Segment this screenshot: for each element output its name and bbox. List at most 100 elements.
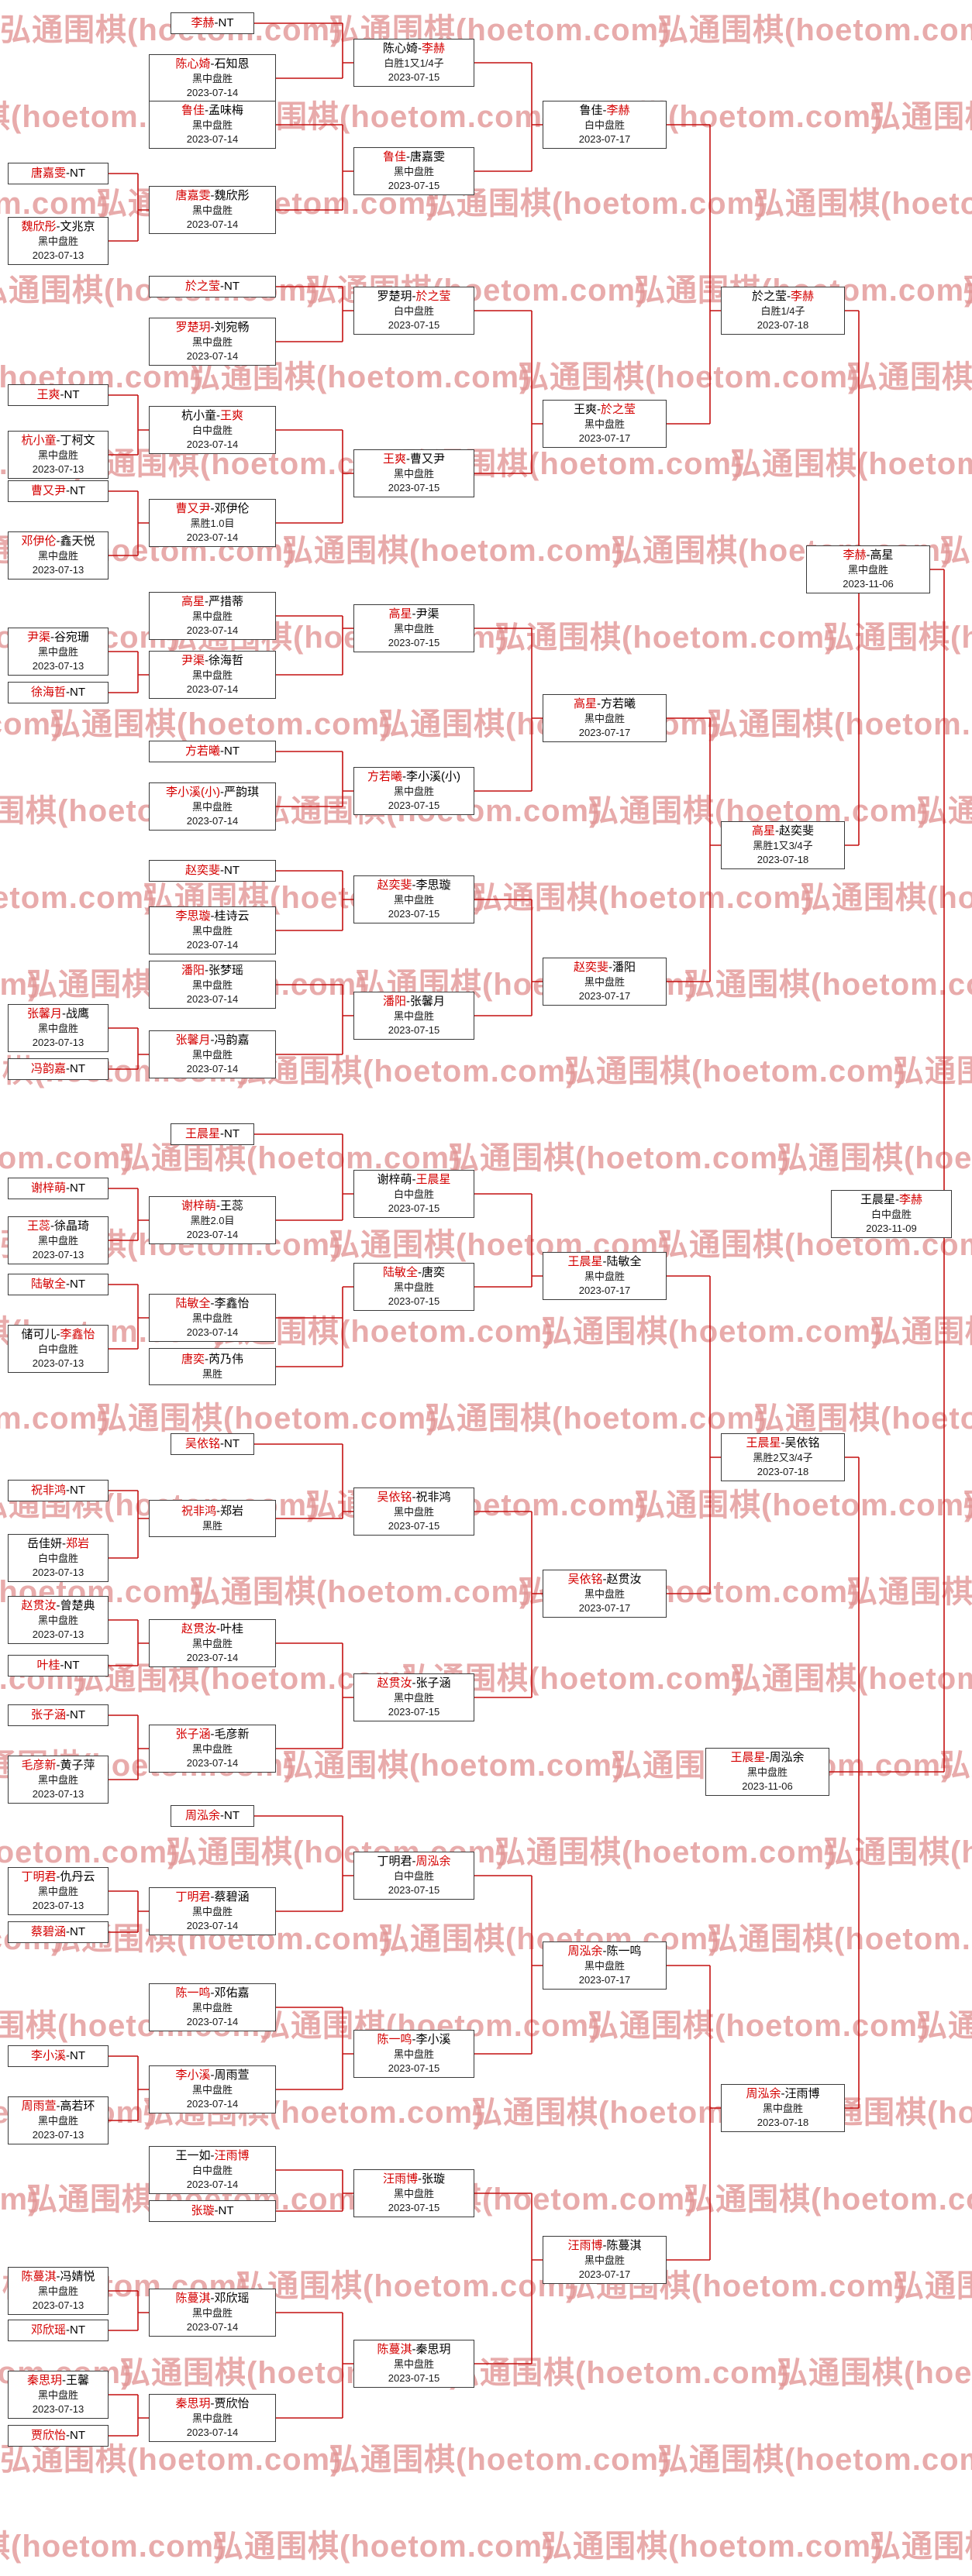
- watermark-text: 弘通围棋(hoetom.com): [777, 2356, 972, 2390]
- result-text: 黑中盘胜: [191, 119, 233, 131]
- player-names: 叶桂-NT: [36, 1659, 80, 1672]
- date-text: 2023-07-13: [32, 1037, 84, 1048]
- player-names: 杭小童-丁柯文: [21, 434, 95, 447]
- player-names: 高星-赵奕斐: [751, 824, 815, 837]
- result-text: 黑中盘胜: [584, 1271, 625, 1282]
- match-box[interactable]: 唐奕-芮乃伟黑胜: [149, 1348, 276, 1385]
- result-text: 白中盘胜: [191, 2165, 233, 2176]
- date-text: 2023-07-13: [32, 1900, 84, 1911]
- player-names: 陈心婍-李赫: [382, 42, 446, 55]
- date-text: 2023-07-13: [32, 2129, 84, 2141]
- player-names: 陆敏全-唐奕: [382, 1266, 446, 1279]
- result-text: 黑中盘胜: [393, 786, 434, 797]
- bye-box: 於之莹-NT: [149, 276, 276, 297]
- player-names: 唐嘉雯-NT: [30, 167, 85, 180]
- bracket-connector-path: [109, 22, 945, 2437]
- match-box[interactable]: 祝非鸿-郑岩黑胜: [149, 1500, 276, 1537]
- result-text: 黑中盘胜: [37, 1774, 78, 1786]
- watermark-text: 弘通围棋(hoetom.com): [916, 2009, 972, 2043]
- bye-box: 唐嘉雯-NT: [8, 163, 109, 184]
- watermark-text: 弘通围棋(hoetom.com): [684, 968, 972, 1002]
- player-names: 赵贯汝-张子涵: [377, 1677, 451, 1690]
- date-text: 2023-07-18: [757, 1466, 809, 1477]
- player-names: 高星-尹渠: [388, 607, 439, 621]
- bye-box: 蔡碧涵-NT: [8, 1921, 109, 1943]
- date-text: 2023-07-15: [388, 800, 440, 811]
- player-names: 祝非鸿-NT: [30, 1484, 85, 1497]
- player-names: 赵奕斐-NT: [184, 864, 240, 877]
- result-text: 黑中盘胜: [191, 73, 233, 84]
- watermark-text: 弘通围棋(hoetom.com): [96, 1401, 438, 1436]
- player-names: 王一如-汪雨博: [175, 2149, 250, 2162]
- player-names: 陆敏全-NT: [30, 1278, 85, 1291]
